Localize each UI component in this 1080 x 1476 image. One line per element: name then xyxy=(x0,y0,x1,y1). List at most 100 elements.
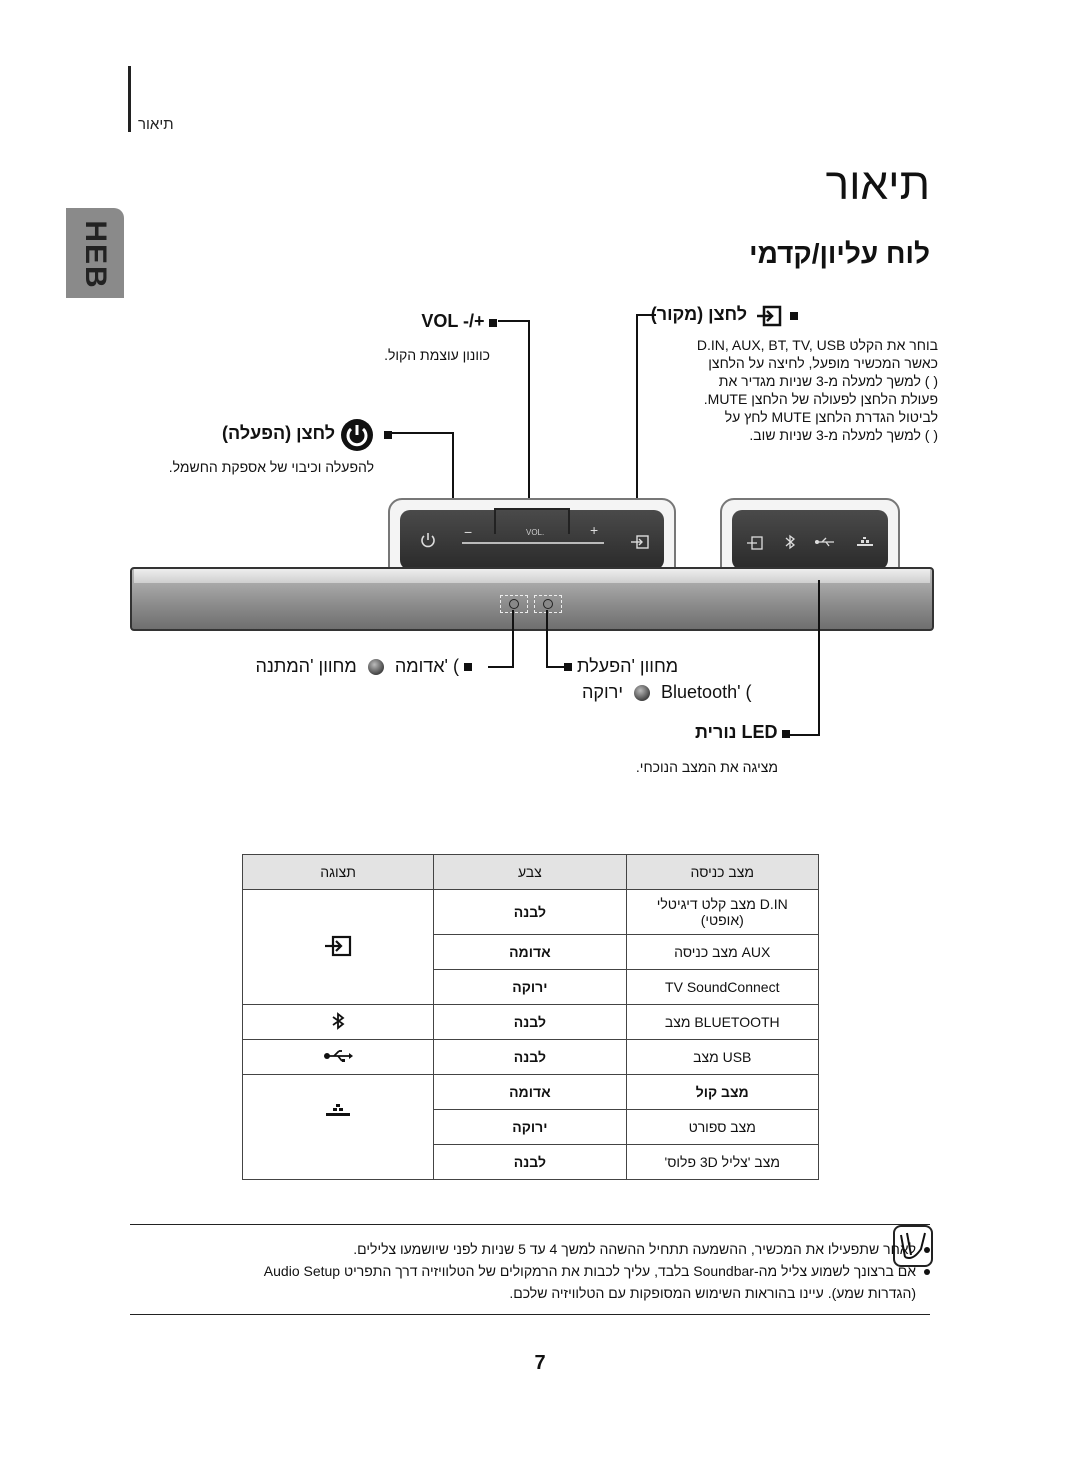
source-line: ( ) למשך למעלה מ-3 שניות שוב. xyxy=(749,427,938,443)
table-row: BLUETOOTH מצב לבנה xyxy=(241,1004,819,1040)
note-text: (הגדרות שמע). עיינו בהוראות השימוש המסופ… xyxy=(509,1285,916,1301)
indicator-strip xyxy=(732,510,888,570)
table-cell-mode: מצב 'צליל 3D פלוס' xyxy=(625,1144,819,1180)
note-item: אם ברצונך לשמוע צליל מה-Soundbar בלבד, ע… xyxy=(230,1260,930,1282)
source-line: ( ) למשך למעלה מ-3 שניות מגדיר את xyxy=(718,373,938,389)
bluetooth-indicator-icon xyxy=(785,534,796,550)
table-row: D.IN מצב קלט דיגיטלי (אופטי) לבנה xyxy=(241,889,819,1005)
vol-callout: VOL -/+ xyxy=(421,311,497,332)
source-callout-title: לחצן (מקור) xyxy=(650,304,748,324)
bullet xyxy=(924,1269,930,1276)
table-header: תצוגה xyxy=(241,854,435,890)
power-indicator-bluetooth: Bluetooth' ( xyxy=(661,682,752,702)
table-cell-mode: AUX מצב כניסה xyxy=(625,934,819,970)
table-cell-display xyxy=(241,1039,435,1075)
power-indicator-color: ירוקה xyxy=(582,682,623,702)
vol-callout-title: VOL -/+ xyxy=(421,311,485,331)
table-cell-mode: מצב ספורט xyxy=(625,1109,819,1145)
leader-line xyxy=(388,432,454,434)
source-line: בוחר את הקלט D.IN, AUX, BT, TV, USB xyxy=(696,337,938,353)
usb-icon xyxy=(324,1049,354,1062)
standby-indicator xyxy=(500,595,528,613)
note-item: לאחר שתפעילו את המכשיר, ההשמעה תתחיל ההש… xyxy=(230,1238,930,1260)
table-cell-color: ירוקה xyxy=(433,1109,627,1145)
table-cell-mode: BLUETOOTH מצב xyxy=(625,1004,819,1040)
power-indicator-line2: ירוקה Bluetooth' ( xyxy=(582,682,752,703)
source-line: כאשר המכשיר מופעל, לחיצה על הלחצן xyxy=(708,355,938,371)
table-cell-display xyxy=(241,1074,435,1180)
divider xyxy=(130,1314,930,1315)
soundbar-front xyxy=(130,567,934,631)
table-cell-display xyxy=(241,1004,435,1040)
table-cell-color: ירוקה xyxy=(433,969,627,1005)
source-line: פעולת הלחצן לפעולה של הלחצן MUTE. xyxy=(703,391,938,407)
leader-line xyxy=(790,734,820,736)
power-indicator-callout: מחוון 'הפעלת xyxy=(564,656,678,677)
language-tab: HEB xyxy=(66,208,124,298)
table-cell-color: אדומה xyxy=(433,934,627,970)
leader-line xyxy=(546,666,564,668)
sound-level-icon xyxy=(326,1104,351,1116)
leader-line xyxy=(528,320,530,510)
sound-level-indicator-icon xyxy=(857,537,873,546)
table-cell-mode: D.IN מצב קלט דיגיטלי (אופטי) xyxy=(625,889,819,935)
breadcrumb: תיאור xyxy=(138,116,174,133)
table-header: צבע xyxy=(433,854,627,890)
callout-marker xyxy=(489,318,497,327)
table-header: מצב כניסה xyxy=(625,854,819,890)
source-icon xyxy=(756,305,781,327)
volume-up-button[interactable]: + xyxy=(590,522,599,538)
soundbar-top-edge xyxy=(134,569,930,583)
callout-marker xyxy=(782,729,790,738)
table-header-row: מצב כניסה צבע תצוגה xyxy=(241,854,819,890)
power-icon xyxy=(340,419,373,451)
standby-indicator-icon xyxy=(367,659,384,676)
led-callout-text: מציגה את המצב הנוכחי. xyxy=(635,759,778,775)
table-row: USB מצב לבנה xyxy=(241,1039,819,1075)
vol-callout-text: כוונון עוצמת הקול. xyxy=(384,347,490,363)
input-mode-table: מצב כניסה צבע תצוגה D.IN מצב קלט דיגיטלי… xyxy=(241,854,819,1180)
callout-marker xyxy=(564,663,572,672)
led-callout: נורית LED xyxy=(695,722,790,743)
usb-indicator-icon xyxy=(815,537,834,547)
volume-track xyxy=(462,542,604,544)
leader-line xyxy=(512,610,514,668)
table-cell-mode: מצב קול xyxy=(625,1074,819,1110)
volume-down-button[interactable]: − xyxy=(464,524,473,540)
bullet xyxy=(924,1247,930,1254)
standby-label: מחוון 'המתנה' ( xyxy=(255,656,459,676)
table-row: TV SoundConnect ירוקה xyxy=(243,969,819,1005)
callout-marker xyxy=(384,431,392,439)
power-callout: לחצן (הפעלה) xyxy=(222,418,392,452)
table-row: מצב קול אדומה xyxy=(241,1074,819,1180)
table-row: AUX מצב כניסה אדומה xyxy=(243,934,819,970)
leader-line xyxy=(498,320,530,322)
standby-color: אדומה xyxy=(394,656,445,676)
leader-line xyxy=(546,610,548,668)
source-callout: לחצן (מקור) xyxy=(651,304,798,327)
source-button[interactable] xyxy=(630,534,650,550)
source-indicator-icon xyxy=(747,536,763,550)
section-title: לוח עליון/קדמי xyxy=(749,238,930,269)
table-cell-color: לבנה xyxy=(433,1004,627,1040)
note-icon xyxy=(893,1225,933,1267)
source-line: לביטול הגדרת הלחצן MUTE לחץ על xyxy=(724,409,938,425)
notes-list: לאחר שתפעילו את המכשיר, ההשמעה תתחיל ההש… xyxy=(230,1238,930,1304)
page-number: 7 xyxy=(534,1352,546,1374)
standby-callout: אדומה מחוון 'המתנה' ( xyxy=(255,656,472,677)
bluetooth-icon xyxy=(332,1011,345,1030)
power-button[interactable] xyxy=(420,532,436,548)
note-item: (הגדרות שמע). עיינו בהוראות השימוש המסופ… xyxy=(230,1282,930,1304)
leader-line xyxy=(818,580,820,736)
table-cell-mode: USB מצב xyxy=(625,1039,819,1075)
page-title: תיאור xyxy=(825,160,930,209)
table-cell-display xyxy=(241,889,435,1005)
vol-label: VOL. xyxy=(526,528,545,537)
table-cell-color: לבנה xyxy=(433,889,627,935)
callout-marker xyxy=(790,311,798,320)
source-callout-text: בוחר את הקלט D.IN, AUX, BT, TV, USB כאשר… xyxy=(697,336,938,444)
control-strip: − VOL. + xyxy=(400,510,664,570)
source-icon xyxy=(325,935,352,956)
leader-line xyxy=(488,666,514,668)
leader-line xyxy=(636,314,638,522)
